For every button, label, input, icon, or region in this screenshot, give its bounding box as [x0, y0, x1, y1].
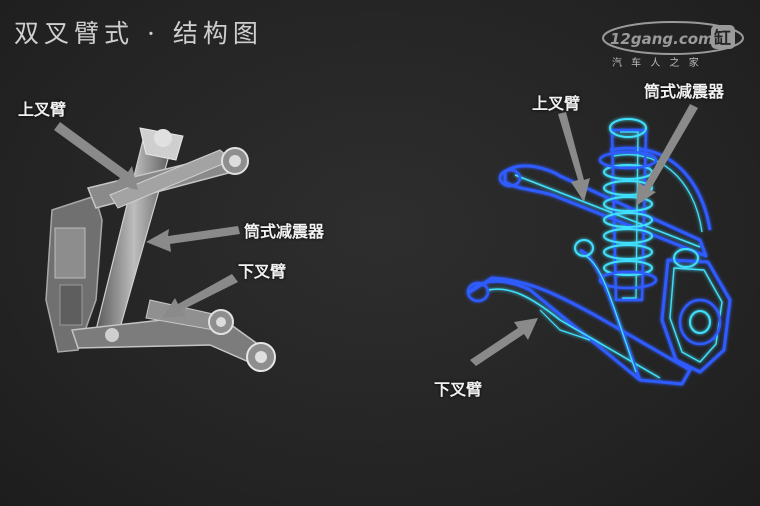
label-lower-arm-right: 下叉臂: [434, 380, 483, 399]
svg-text:12gang.com: 12gang.com: [610, 30, 714, 48]
arrow-upper-arm-left: [54, 122, 138, 190]
label-upper-arm-left: 上叉臂: [18, 100, 67, 119]
right-pointer-arrows: [470, 104, 698, 366]
arrow-shock-right: [636, 104, 698, 206]
page-title: 双叉臂式 · 结构图: [14, 19, 263, 48]
logo-tagline: 汽 车 人 之 家: [612, 58, 702, 69]
label-shock-left: 筒式减震器: [244, 222, 325, 241]
left-pointer-arrows: [54, 122, 240, 318]
left-suspension-render: [45, 127, 276, 372]
svg-text:缸: 缸: [714, 28, 731, 49]
arrow-lower-arm-right: [470, 318, 538, 366]
arrow-upper-arm-right: [558, 112, 590, 202]
label-shock-right: 筒式减震器: [644, 82, 725, 101]
label-upper-arm-right: 上叉臂: [532, 94, 581, 113]
label-lower-arm-left: 下叉臂: [238, 262, 287, 281]
arrow-lower-arm-left: [162, 274, 238, 318]
right-suspension-wireframe: [466, 118, 732, 386]
site-logo: 12gang.com 缸: [602, 21, 744, 55]
arrow-shock-left: [146, 226, 240, 252]
